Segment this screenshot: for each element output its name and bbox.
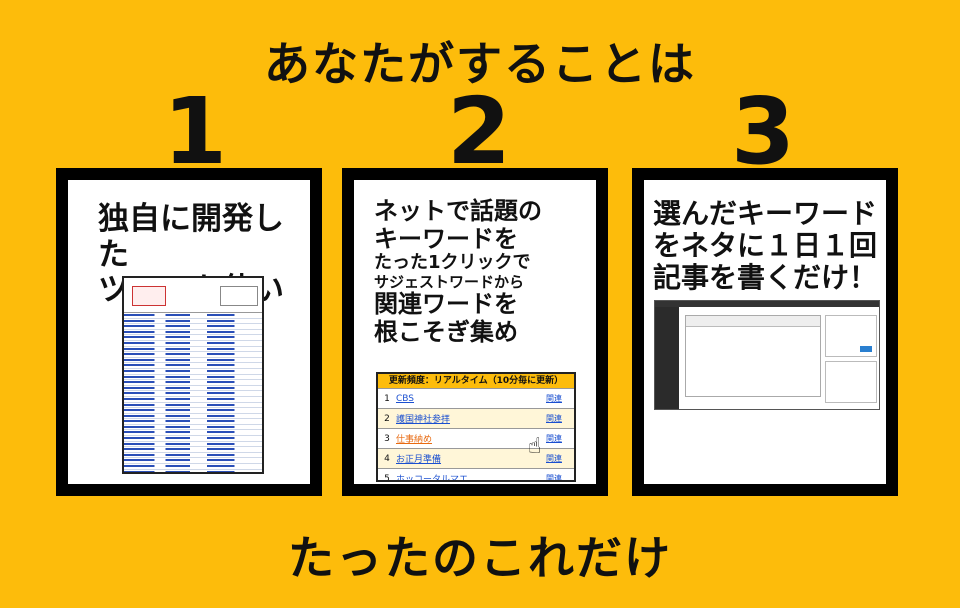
- editor-screenshot: [654, 300, 880, 410]
- table-row: 2 護国神社参拝 関連: [378, 408, 574, 428]
- keyword-ranking-table: 更新頻度：リアルタイム（10分毎に更新） 1 CBS 関連 2 護国神社参拝 関…: [376, 372, 576, 482]
- step-2-text: ネットで話題の キーワードを たった1クリックで サジェストワードから 関連ワー…: [374, 197, 542, 346]
- page-title: あなたがすることは: [264, 37, 696, 91]
- step-number-1: 1: [162, 78, 227, 185]
- table-row: 4 お正月準備 関連: [378, 448, 574, 468]
- table-row: 3 仕事納め 関連: [378, 428, 574, 448]
- step-number-2: 2: [446, 78, 511, 185]
- step-number-3: 3: [730, 78, 795, 185]
- tool-screenshot: [122, 276, 264, 474]
- hand-pointer-icon: ☝: [528, 434, 542, 459]
- table-header: 更新頻度：リアルタイム（10分毎に更新）: [378, 374, 574, 388]
- table-row: 1 CBS 関連: [378, 388, 574, 408]
- step-card-3: 選んだキーワード をネタに１日１回 記事を書くだけ！: [632, 168, 898, 496]
- step-card-1: 独自に開発した ツールを使い: [56, 168, 322, 496]
- step-3-text: 選んだキーワード をネタに１日１回 記事を書くだけ！: [652, 197, 877, 295]
- step-card-2: ネットで話題の キーワードを たった1クリックで サジェストワードから 関連ワー…: [342, 168, 608, 496]
- footer-text: たったのこれだけ: [288, 531, 672, 585]
- table-row: 5 ホッコータルマエ 関連: [378, 468, 574, 480]
